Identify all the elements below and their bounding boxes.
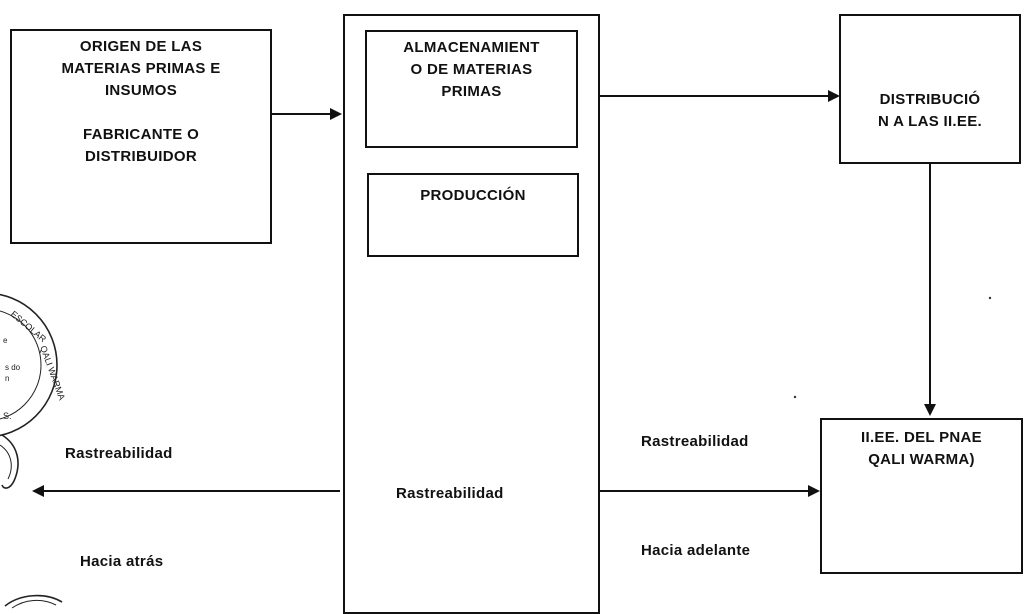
origin-box [10, 29, 272, 244]
origin-line-4: FABRICANTE O [82, 126, 200, 143]
official-stamp: ESCOLAR QALI WARMA e s do n S. [0, 293, 67, 489]
origin-line-3: INSUMOS [104, 82, 178, 99]
production-box [367, 173, 579, 257]
origin-line-1: ORIGEN DE LAS [79, 38, 203, 55]
plant-traceability-label: Rastreabilidad [396, 485, 504, 502]
stamp-ring-text: ESCOLAR [9, 309, 49, 345]
svg-text:e: e [3, 336, 8, 345]
storage-line-3: PRIMAS [441, 83, 502, 100]
svg-text:s do: s do [5, 363, 21, 372]
origin-line-2: MATERIAS PRIMAS E [61, 60, 221, 77]
storage-box-text: ALMACENAMIENT O DE MATERIAS PRIMAS [365, 37, 578, 103]
svg-text:QALI WARMA: QALI WARMA [38, 344, 67, 401]
distribution-box [839, 14, 1021, 164]
backward-traceability-label: Rastreabilidad [65, 445, 173, 462]
stamp-fragment-bottom [4, 594, 63, 609]
distribution-line-1: DISTRIBUCIÓ [879, 91, 981, 108]
origin-line-5: DISTRIBUIDOR [85, 148, 197, 165]
distribution-box-text: DISTRIBUCIÓ N A LAS II.EE. [839, 89, 1021, 133]
production-label: PRODUCCIÓN [420, 187, 526, 204]
schools-line-2: QALI WARMA) [868, 451, 975, 468]
storage-line-1: ALMACENAMIENT [403, 39, 540, 56]
forward-direction-label: Hacia adelante [641, 542, 751, 559]
origin-box-text: ORIGEN DE LAS MATERIAS PRIMAS E INSUMOS … [10, 36, 272, 168]
schools-box-text: II.EE. DEL PNAE QALI WARMA) [820, 427, 1023, 471]
backward-direction-label: Hacia atrás [80, 553, 164, 570]
distribution-line-2: N A LAS II.EE. [878, 113, 982, 130]
schools-line-1: II.EE. DEL PNAE [861, 429, 982, 446]
schools-box [820, 418, 1023, 574]
storage-line-2: O DE MATERIAS [410, 61, 533, 78]
storage-box [365, 30, 578, 148]
svg-text:n: n [5, 374, 9, 383]
svg-text:S.: S. [3, 411, 12, 421]
forward-traceability-label: Rastreabilidad [641, 433, 749, 450]
